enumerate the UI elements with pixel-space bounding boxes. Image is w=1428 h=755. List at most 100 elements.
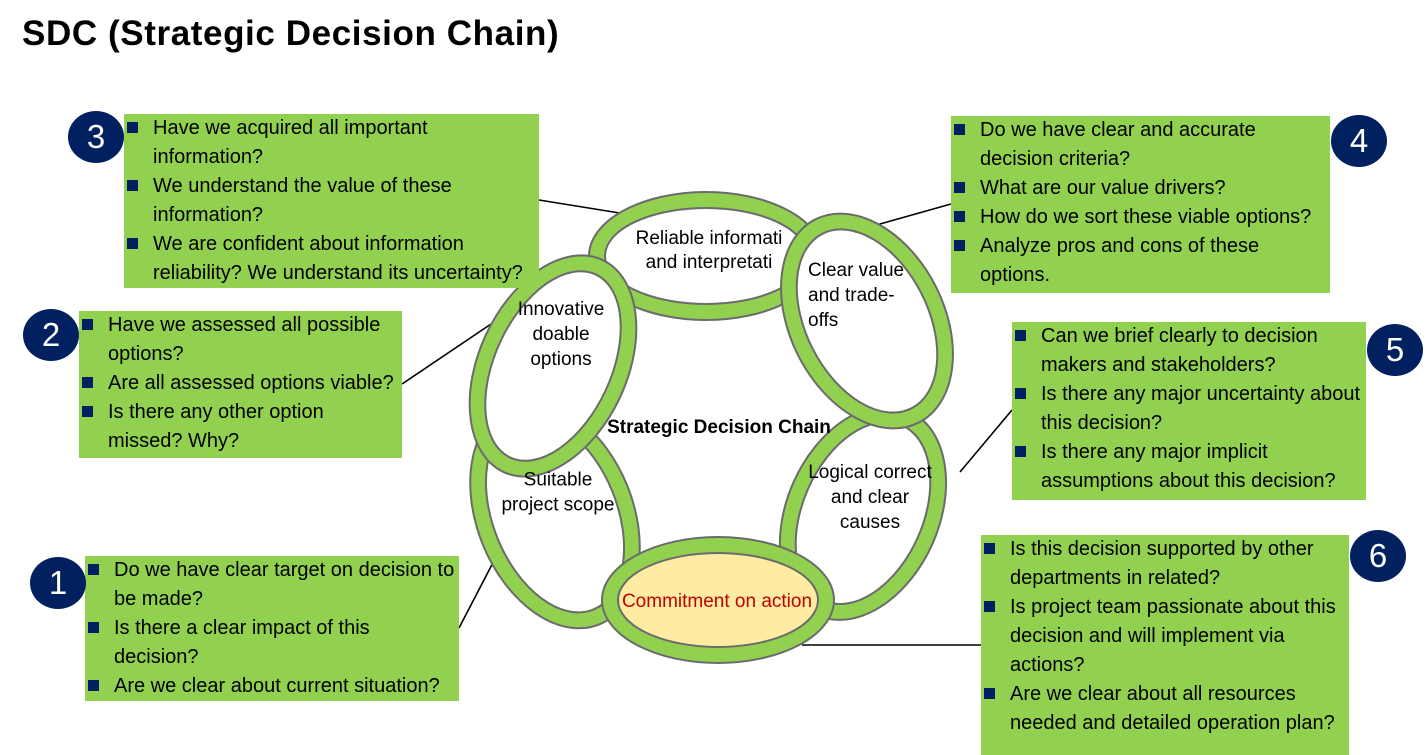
question-item: What are our value drivers? — [951, 174, 1330, 203]
chain-link-label-line: Reliable informati — [636, 228, 783, 249]
question-text: What are our value drivers? — [980, 177, 1226, 199]
square-bullet-icon — [954, 182, 965, 193]
question-text: Is this decision supported by other depa… — [1010, 538, 1314, 589]
square-bullet-icon — [82, 319, 93, 330]
connector-line-step-3 — [538, 199, 633, 216]
square-bullet-icon — [954, 124, 965, 135]
chain-link-label-line: project scope — [501, 495, 614, 516]
question-item: Do we have clear and accurate decision c… — [951, 116, 1330, 174]
square-bullet-icon — [954, 211, 965, 222]
question-item: Are we clear about current situation? — [85, 672, 459, 701]
question-text: How do we sort these viable options? — [980, 206, 1312, 228]
square-bullet-icon — [1015, 446, 1026, 457]
question-box-step-2: Have we assessed all possible options? Ar… — [79, 311, 402, 458]
connector-line-step-5 — [959, 409, 1013, 473]
question-text: Is there a clear impact of this decision… — [114, 617, 370, 668]
question-text: Can we brief clearly to decision makers … — [1041, 325, 1318, 376]
question-item: We are confident about information relia… — [124, 230, 539, 288]
square-bullet-icon — [984, 688, 995, 699]
square-bullet-icon — [88, 564, 99, 575]
question-item: Are we clear about all resources needed … — [981, 680, 1349, 738]
question-text: Are all assessed options viable? — [108, 372, 394, 394]
question-list: Do we have clear target on decision to b… — [85, 556, 459, 701]
question-text: Is there any major implicit assumptions … — [1041, 441, 1336, 492]
chain-link-label-6: Commitment on action — [622, 591, 812, 612]
square-bullet-icon — [984, 543, 995, 554]
question-text: Have we acquired all important informati… — [153, 117, 428, 168]
square-bullet-icon — [127, 238, 138, 249]
chain-ring-inner — [484, 270, 622, 462]
chain-center-label: Strategic Decision Chain — [607, 417, 831, 438]
question-box-step-6: Is this decision supported by other depa… — [981, 535, 1349, 755]
square-bullet-icon — [1015, 330, 1026, 341]
connector-line-step-2 — [401, 319, 498, 385]
question-item: Have we acquired all important informati… — [124, 114, 539, 172]
chain-link-label-2: Innovative doable options — [518, 299, 605, 370]
question-list: Have we acquired all important informati… — [124, 114, 539, 288]
question-text: We are confident about information relia… — [153, 233, 523, 284]
chain-link-label-line: and clear — [831, 487, 910, 508]
chain-link-6 — [601, 536, 835, 664]
question-list: Have we assessed all possible options? Ar… — [79, 311, 402, 456]
square-bullet-icon — [1015, 388, 1026, 399]
chain-link-label-line: and interpretati — [646, 252, 773, 273]
question-item: Are all assessed options viable? — [79, 369, 402, 398]
question-text: Is project team passionate about this de… — [1010, 596, 1336, 676]
question-item: Analyze pros and cons of these options. — [951, 232, 1330, 290]
question-text: Is there any major uncertainty about thi… — [1041, 383, 1361, 434]
chain-link-4 — [780, 212, 954, 430]
chain-ring-inner — [795, 228, 939, 414]
square-bullet-icon — [88, 680, 99, 691]
chain-link-label-1: Suitable project scope — [501, 470, 614, 516]
question-box-step-4: Do we have clear and accurate decision c… — [951, 116, 1330, 293]
chain-ring-inner — [617, 552, 819, 648]
question-text: Is there any other option missed? Why? — [108, 401, 324, 452]
chain-link-label-line: Innovative — [518, 299, 605, 320]
question-item: How do we sort these viable options? — [951, 203, 1330, 232]
chain-link-label-line: causes — [840, 512, 900, 533]
square-bullet-icon — [954, 240, 965, 251]
chain-link-label-line: Clear value — [808, 260, 904, 281]
question-item: Do we have clear target on decision to b… — [85, 556, 459, 614]
step-number-badge: 2 — [23, 309, 79, 361]
question-text: Are we clear about all resources needed … — [1010, 683, 1335, 734]
step-number-badge: 5 — [1367, 324, 1423, 376]
question-text: Do we have clear target on decision to b… — [114, 559, 455, 610]
question-box-step-5: Can we brief clearly to decision makers … — [1012, 322, 1366, 500]
connector-line-step-1 — [458, 552, 499, 629]
step-number-badge: 4 — [1331, 115, 1387, 167]
question-list: Do we have clear and accurate decision c… — [951, 116, 1330, 290]
step-number-badge: 6 — [1350, 530, 1406, 582]
chain-link-label-line: doable — [532, 324, 589, 345]
square-bullet-icon — [127, 122, 138, 133]
question-box-step-1: Do we have clear target on decision to b… — [85, 556, 459, 701]
question-text: We understand the value of these informa… — [153, 175, 452, 226]
page-title: SDC (Strategic Decision Chain) — [22, 14, 560, 53]
question-item: Is project team passionate about this de… — [981, 593, 1349, 680]
chain-link-label-line: offs — [808, 310, 838, 331]
chain-link-label-3: Reliable informati and interpretati — [636, 228, 783, 273]
step-number-badge: 1 — [30, 557, 86, 609]
question-box-step-3: Have we acquired all important informati… — [124, 114, 539, 288]
question-item: Is there any other option missed? Why? — [79, 398, 402, 456]
chain-link-label-line: options — [530, 349, 591, 370]
question-text: Have we assessed all possible options? — [108, 314, 381, 365]
chain-link-label-line: Commitment on action — [622, 591, 812, 612]
question-list: Is this decision supported by other depa… — [981, 535, 1349, 738]
square-bullet-icon — [82, 377, 93, 388]
question-text: Analyze pros and cons of these options. — [980, 235, 1260, 286]
square-bullet-icon — [88, 622, 99, 633]
question-text: Are we clear about current situation? — [114, 675, 440, 697]
chain-link-label-line: Suitable — [524, 470, 593, 491]
question-item: Is there a clear impact of this decision… — [85, 614, 459, 672]
question-item: We understand the value of these informa… — [124, 172, 539, 230]
chain-link-2 — [468, 254, 638, 478]
step-number-badge: 3 — [68, 111, 124, 163]
question-text: Do we have clear and accurate decision c… — [980, 119, 1256, 170]
question-item: Is there any major uncertainty about thi… — [1012, 380, 1366, 438]
square-bullet-icon — [82, 406, 93, 417]
